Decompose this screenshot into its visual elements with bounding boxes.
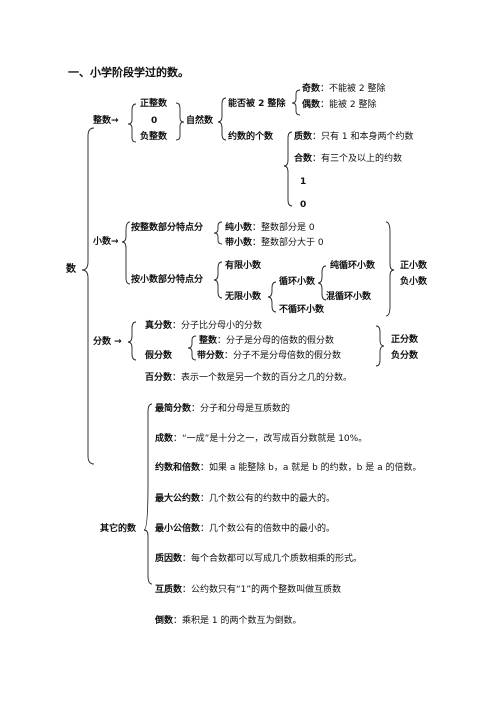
fraction-sign-brace	[375, 325, 385, 367]
integer-label: 整数→	[93, 116, 119, 126]
decimal-label: 小数→	[93, 237, 119, 247]
pure-recurring: 纯循环小数	[330, 261, 376, 271]
odd-even-brace	[291, 89, 301, 116]
others-label: 其它的数	[100, 524, 137, 534]
negative-integer: 负整数	[140, 132, 168, 142]
even-number: 偶数：能被 2 整除	[302, 100, 377, 110]
zero: 0	[151, 116, 158, 126]
other-item: 约数和倍数：如果 a 能整除 b，a 就是 b 的约数，b 是 a 的倍数。	[155, 463, 422, 473]
infinite-decimal: 无限小数	[225, 292, 262, 302]
odd-number: 奇数：不能被 2 整除	[302, 84, 386, 94]
fraction-label: 分数 →	[93, 337, 122, 347]
prime-number: 质数：只有 1 和本身两个约数	[294, 132, 414, 142]
div2-label: 能否被 2 整除	[228, 99, 286, 109]
section-title: 一、小学阶段学过的数。	[68, 66, 189, 79]
root-label: 数	[66, 264, 76, 275]
other-item: 倒数：乘积是 1 的两个数互为倒数。	[155, 616, 302, 626]
zero-factor: 0	[300, 200, 307, 210]
other-item: 成数：“一成”是十分之一，改写成百分数就是 10%。	[155, 434, 368, 444]
infinite-brace	[267, 281, 277, 313]
one: 1	[300, 177, 307, 187]
finite-decimal: 有限小数	[225, 261, 262, 271]
proper-fraction: 真分数：分子比分母小的分数	[145, 321, 263, 331]
mixed-recurring: 混循环小数	[326, 292, 372, 302]
composite-number: 合数：有三个及以上的约数	[294, 154, 403, 164]
other-item: 互质数：公约数只有“1”的两个整数叫做互质数	[155, 585, 342, 595]
pure-decimal: 纯小数：整数部分是 0	[225, 223, 315, 233]
decimal-brace	[121, 221, 131, 285]
natural-sub-brace	[217, 97, 227, 141]
positive-decimal: 正小数	[400, 261, 428, 271]
dec-part-brace	[213, 261, 223, 299]
negative-decimal: 负小数	[400, 277, 428, 287]
by-dec-part: 按小数部分特点分	[131, 275, 204, 285]
other-item: 最大公约数：几个数公有的约数中的最大的。	[155, 494, 336, 504]
natural-brace	[175, 102, 185, 141]
factor-count-label: 约数的个数	[228, 132, 274, 142]
positive-integer: 正整数	[140, 99, 168, 109]
whole-improper: 整数：分子是分母的倍数的假分数	[199, 336, 335, 346]
int-part-brace	[213, 221, 223, 245]
factor-brace	[283, 131, 293, 207]
percent: 百分数：表示一个数是另一个数的百分之几的分数。	[145, 373, 353, 383]
recurring-brace	[317, 265, 327, 301]
other-item: 质因数：每个合数都可以写成几个质数相乘的形式。	[155, 554, 363, 564]
improper-brace	[187, 335, 197, 361]
other-item: 最简分数：分子和分母是互质数的	[155, 404, 291, 414]
mixed-fraction: 带分数：分子不是分母倍数的假分数	[197, 351, 342, 361]
positive-fraction: 正分数	[391, 335, 419, 345]
nonrecurring-decimal: 不循环小数	[279, 305, 325, 315]
root-brace	[81, 127, 95, 465]
negative-fraction: 负分数	[391, 351, 419, 361]
other-item: 最小公倍数：几个数公有的倍数中的最小的。	[155, 524, 336, 534]
improper-fraction: 假分数	[145, 351, 173, 361]
decimal-sign-brace	[385, 221, 395, 317]
recurring-decimal: 循环小数	[279, 277, 316, 287]
others-brace	[143, 403, 153, 585]
natural-number: 自然数	[186, 116, 214, 126]
fraction-brace	[127, 321, 137, 361]
by-int-part: 按整数部分特点分	[131, 223, 204, 233]
integer-brace	[127, 103, 137, 143]
mixed-decimal: 带小数：整数部分大于 0	[225, 238, 324, 248]
